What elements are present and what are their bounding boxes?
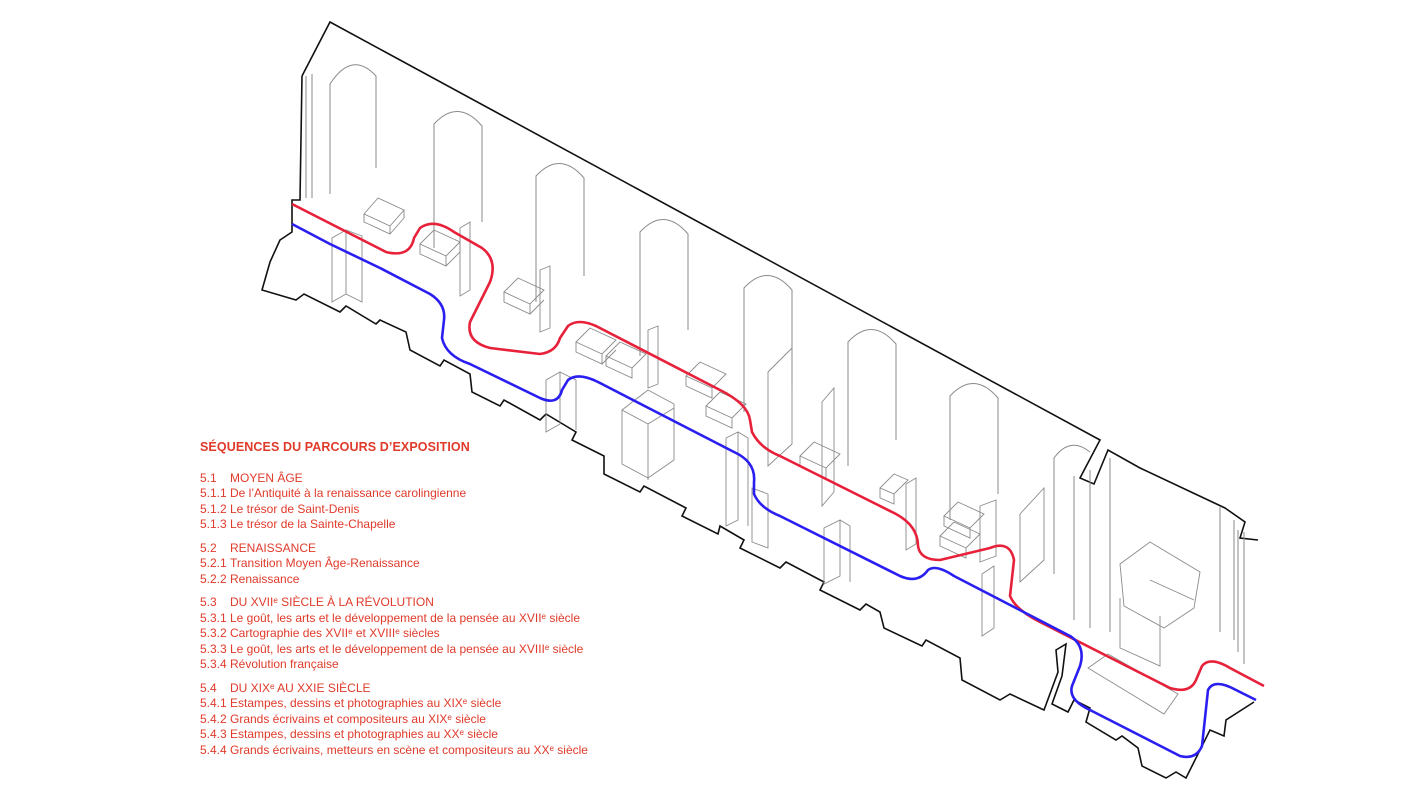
legend-number: 5.3: [200, 595, 217, 609]
legend-label: Le goût, les arts et le développement de…: [230, 610, 581, 625]
legend-label: Le goût, les arts et le développement de…: [230, 641, 584, 656]
legend-number: 5.3.2: [200, 626, 227, 640]
legend-label: Le trésor de la Sainte-Chapelle: [230, 517, 396, 531]
legend-number: 5.4.4: [200, 742, 227, 757]
legend-label: Estampes, dessins et photographies au XI…: [230, 696, 502, 710]
legend-heading: 5.3 DU XVIIᵉ SIÈCLE À LA RÉVOLUTION: [200, 595, 620, 611]
legend-number: 5.4.1: [200, 696, 227, 710]
legend-number: 5.4.3: [200, 727, 227, 741]
arched-bays: [305, 64, 1245, 664]
legend-label: RENAISSANCE: [230, 540, 317, 555]
route-blue: [291, 222, 1257, 759]
exhibition-sequence-legend: SÉQUENCES DU PARCOURS D’EXPOSITION 5.1 MO…: [200, 440, 620, 766]
outer-wall-top: [301, 20, 1259, 541]
legend-label: Cartographie des XVIIᵉ et XVIIIᵉ siècles: [230, 626, 440, 640]
legend-number: 5.2: [200, 540, 217, 555]
legend-label: Révolution française: [230, 657, 339, 671]
legend-label: Grands écrivains et compositeurs au XIXᵉ…: [230, 711, 486, 726]
legend-number: 5.2.1: [200, 556, 227, 570]
legend-heading: 5.4 DU XIXᵉ AU XXIE SIÈCLE: [200, 681, 620, 697]
outer-wall-left: [261, 75, 1255, 780]
legend-title: SÉQUENCES DU PARCOURS D’EXPOSITION: [200, 440, 470, 454]
legend-heading: 5.2 RENAISSANCE: [200, 541, 620, 557]
legend-label: Le trésor de Saint-Denis: [230, 501, 360, 516]
legend-label: Transition Moyen Âge-Renaissance: [230, 556, 420, 570]
legend-label: DU XIXᵉ AU XXIE SIÈCLE: [230, 680, 371, 695]
legend-number: 5.4: [200, 680, 217, 695]
legend-number: 5.3.1: [200, 610, 227, 625]
legend-number: 5.1.1: [200, 486, 227, 500]
legend-label: Grands écrivains, metteurs en scène et c…: [230, 742, 588, 757]
legend-number: 5.1.2: [200, 501, 227, 516]
legend-number: 5.3.3: [200, 641, 227, 656]
legend-label: Renaissance: [230, 571, 300, 586]
legend-number: 5.1: [200, 470, 217, 485]
legend-group-xviie-revolution: 5.3 DU XVIIᵉ SIÈCLE À LA RÉVOLUTION 5.3.1…: [200, 595, 620, 673]
legend-label: MOYEN ÂGE: [230, 470, 303, 485]
legend-heading: 5.1 MOYEN ÂGE: [200, 471, 620, 487]
legend-label: Estampes, dessins et photographies au XX…: [230, 727, 498, 741]
legend-number: 5.1.3: [200, 517, 227, 531]
legend-label: De l’Antiquité à la renaissance caroling…: [230, 486, 467, 500]
legend-number: 5.3.4: [200, 657, 227, 671]
legend-label: DU XVIIᵉ SIÈCLE À LA RÉVOLUTION: [230, 595, 434, 609]
legend-number: 5.4.2: [200, 711, 227, 726]
legend-number: 5.2.2: [200, 571, 227, 586]
